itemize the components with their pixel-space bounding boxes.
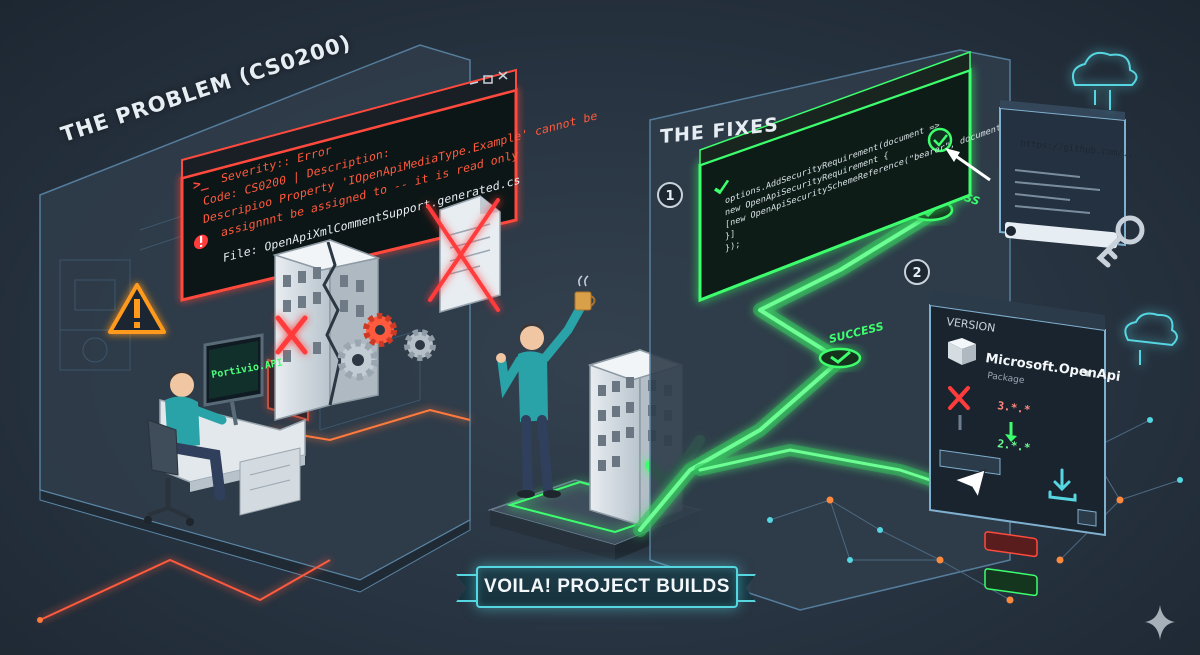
dropdown-chevron-icon: [1077, 370, 1097, 527]
celebrating-developer: [496, 275, 596, 498]
cloud-icon: [1072, 51, 1138, 110]
remove-x-icon: [948, 386, 970, 410]
cloud-icon: [1124, 312, 1178, 365]
svg-text:2: 2: [912, 266, 921, 281]
prompt-symbol: >_: [193, 175, 209, 194]
error-window: [180, 68, 518, 302]
error-icon: [194, 234, 208, 250]
sparkle-icon: [1145, 605, 1175, 640]
step-1-badge: 1: [657, 182, 683, 208]
cracked-building: [267, 238, 381, 422]
old-version: 3.*.*: [997, 399, 1032, 416]
gear-icon: [337, 313, 436, 381]
code-window: [698, 50, 972, 303]
package-box-icon: [948, 338, 976, 365]
old-version-pill: [984, 531, 1038, 558]
code-checkmark-icon: [927, 127, 953, 153]
cursor-icon: [953, 469, 986, 499]
broken-document-icon: [426, 195, 501, 313]
browser-window: [945, 100, 1126, 249]
monitor: [203, 333, 264, 426]
warning-icon: [108, 283, 166, 334]
code-line-4: }]: [725, 229, 735, 242]
key-icon: [1096, 215, 1145, 268]
step-2-badge: 2: [904, 259, 930, 285]
down-arrow-icon: [1005, 434, 1017, 442]
svg-text:1: 1: [665, 189, 674, 204]
voila-banner: VOILA! PROJECT BUILDS: [476, 566, 738, 608]
address-bar: [1005, 222, 1117, 249]
coffee-mug-icon: [574, 275, 596, 311]
window-controls: [469, 71, 508, 85]
check-icon: [713, 179, 730, 195]
arrow-icon: [945, 148, 960, 162]
download-icon: [1048, 468, 1077, 502]
new-version: 2.*.*: [997, 437, 1032, 454]
developer-at-desk: Portivio.API: [144, 333, 306, 526]
network-graph: [767, 417, 1183, 604]
new-version-pill: [984, 568, 1038, 597]
github-icon: [1006, 226, 1016, 236]
